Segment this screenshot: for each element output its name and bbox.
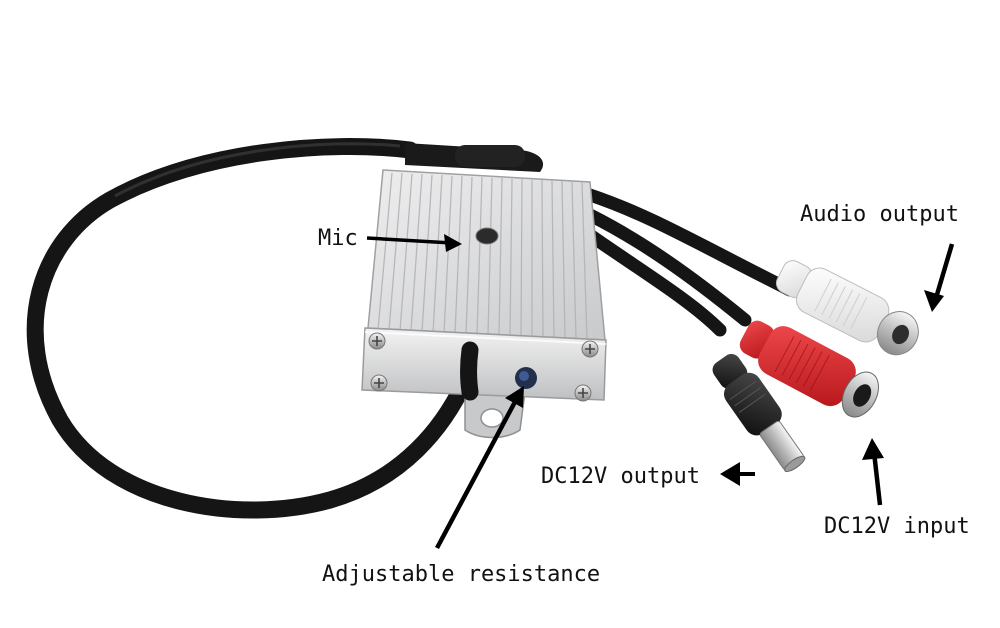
loop-cable bbox=[26, 138, 479, 519]
mounting-tab bbox=[464, 389, 526, 439]
aluminum-housing bbox=[361, 169, 607, 401]
cable-to-black-plug bbox=[583, 228, 727, 337]
cable-to-red-socket bbox=[583, 208, 752, 327]
arrow-mic bbox=[366, 234, 462, 252]
arrow-adjustable-resistance bbox=[435, 386, 524, 550]
arrow-dc12v-input bbox=[862, 438, 884, 506]
arrow-audio-output bbox=[924, 243, 955, 312]
dc12v-output-label: DC12V output bbox=[541, 464, 700, 489]
mic-hole bbox=[475, 227, 499, 245]
audio-output-label: Audio output bbox=[800, 202, 959, 227]
screw-bottom-right bbox=[574, 384, 592, 402]
adjustable-resistance-knob bbox=[515, 367, 537, 389]
screw-top-left bbox=[368, 332, 386, 350]
white-rca-connector bbox=[775, 260, 919, 356]
red-dc-socket bbox=[739, 320, 879, 418]
screw-bottom-left bbox=[370, 374, 388, 392]
arrow-dc12v-output bbox=[720, 462, 755, 486]
screw-top-right bbox=[581, 340, 599, 358]
adjustable-resistance-label: Adjustable resistance bbox=[322, 562, 601, 587]
cable-to-white-rca bbox=[583, 188, 797, 297]
black-dc-plug bbox=[712, 353, 806, 473]
dc12v-input-label: DC12V input bbox=[824, 514, 970, 539]
mic-label: Mic bbox=[318, 226, 358, 251]
